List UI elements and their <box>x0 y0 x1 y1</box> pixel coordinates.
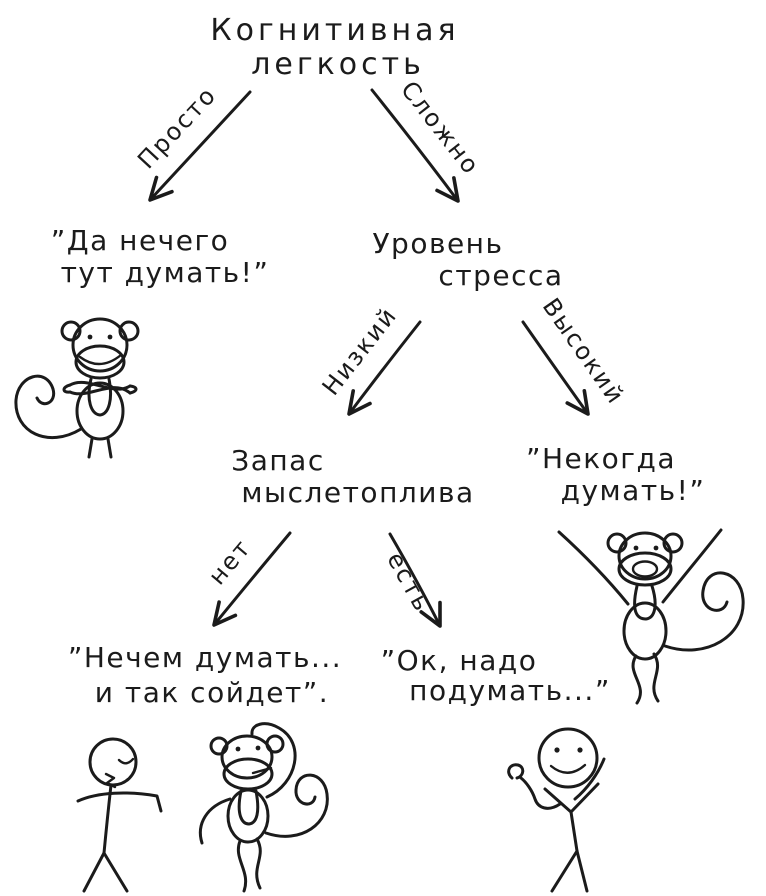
monkey-ear-left <box>60 320 82 342</box>
monkey-head <box>220 734 274 780</box>
person-smiling-icon <box>507 727 606 893</box>
edge-complex: Сложно <box>370 76 485 203</box>
node-ok-line-1: ”Ок, надо <box>381 644 538 677</box>
person-bent-arm <box>519 776 562 810</box>
edge-yes: есть <box>381 532 442 628</box>
person-leg-left <box>82 851 106 893</box>
person-slumped-icon <box>76 737 163 893</box>
edge-label-complex: Сложно <box>395 76 485 181</box>
person-raised-arm <box>573 757 606 801</box>
monkey-bib <box>87 377 113 417</box>
edge-label-simple: Просто <box>132 81 222 175</box>
monkey-leg-right <box>255 837 262 890</box>
monkey-leg-left <box>236 839 248 893</box>
node-no-need-to-think: ”Да нечего тут думать!” <box>51 224 270 289</box>
monkey-tail <box>14 374 83 440</box>
monkey-eye-left <box>235 746 241 752</box>
node-no-time-line-2: думать!” <box>561 474 706 507</box>
monkey-hand-left <box>62 383 72 394</box>
arrow-yes <box>388 532 442 628</box>
monkey-arms-up-icon <box>557 528 745 705</box>
monkey-head <box>71 317 129 373</box>
monkey-body <box>622 601 668 661</box>
monkey-eye-left <box>633 545 639 551</box>
edge-low: Низкий <box>317 301 422 416</box>
node-no-need-line-1: ”Да нечего <box>51 224 230 257</box>
title-line-2: легкость <box>251 47 425 82</box>
arrow-no <box>212 531 292 627</box>
monkey-body <box>75 381 125 441</box>
edge-no: нет <box>203 531 292 627</box>
node-stress-line-2: стресса <box>438 259 563 292</box>
monkey-hand-right <box>128 384 138 395</box>
monkey-leg-left <box>631 654 642 705</box>
monkey-bib <box>633 584 657 621</box>
person-hand <box>507 763 525 780</box>
monkey-eye-right <box>107 334 113 340</box>
node-stress-line-1: Уровень <box>372 227 503 260</box>
person-leg-left <box>550 849 579 893</box>
node-no-time-to-think: ”Некогда думать!” <box>526 442 706 507</box>
monkey-scratching-head-icon <box>198 722 329 893</box>
person-torso <box>569 810 579 853</box>
monkey-body <box>226 788 270 844</box>
node-fuel-line-1: Запас <box>231 444 324 477</box>
monkey-arm-left <box>198 797 232 845</box>
arrow-simple <box>148 90 252 202</box>
node-stress-level: Уровень стресса <box>372 227 563 292</box>
node-nothing-to-think: ”Нечем думать... и так сойдет”. <box>68 641 342 709</box>
node-ok-line-2: подумать...” <box>409 674 611 707</box>
monkey-bib <box>237 789 260 826</box>
monkey-leg-right <box>652 652 660 703</box>
node-no-time-line-1: ”Некогда <box>526 442 676 475</box>
monkey-ear-right <box>118 320 140 342</box>
person-head <box>537 727 599 789</box>
arrow-complex <box>370 88 460 203</box>
title-line-1: Когнитивная <box>210 13 459 48</box>
person-eye-left <box>554 747 560 753</box>
monkey-leg-right <box>106 437 113 459</box>
monkey-ear-right <box>662 532 684 554</box>
monkey-arm-right <box>68 386 132 396</box>
monkey-scratching-arm <box>250 722 297 799</box>
monkey-ear-left <box>606 532 628 554</box>
edge-label-low: Низкий <box>317 301 403 400</box>
monkey-eye-right <box>255 745 261 751</box>
edge-label-yes: есть <box>381 547 437 617</box>
monkey-muzzle <box>74 344 126 380</box>
monkey-arm-right <box>661 528 723 604</box>
arrow-high <box>521 320 590 416</box>
node-thought-fuel: Запас мыслетоплива <box>231 444 474 509</box>
person-leg-right <box>102 851 129 893</box>
person-eye-right <box>577 747 583 753</box>
edge-label-high: Высокий <box>537 293 630 410</box>
edge-simple: Просто <box>132 81 252 202</box>
monkey-tail <box>663 571 745 652</box>
person-arms <box>76 791 163 813</box>
edge-high: Высокий <box>521 293 630 416</box>
node-nothing-line-1: ”Нечем думать... <box>68 641 342 674</box>
monkey-head <box>617 531 673 581</box>
title-cognitive-ease: Когнитивная легкость <box>210 13 459 82</box>
monkey-muzzle <box>617 551 673 587</box>
node-fuel-line-2: мыслетоплива <box>241 476 474 509</box>
person-smile <box>549 763 587 774</box>
arrow-low <box>347 320 422 416</box>
monkey-flat-mouth <box>251 766 273 775</box>
monkey-tail <box>264 773 329 838</box>
person-leg-right <box>575 849 589 893</box>
monkey-arms-crossed-icon <box>14 317 140 459</box>
monkey-leg-left <box>87 437 94 459</box>
node-no-need-line-2: тут думать!” <box>61 256 270 289</box>
node-ok-lets-think: ”Ок, надо подумать...” <box>381 644 611 707</box>
node-nothing-line-2: и так сойдет”. <box>95 676 329 709</box>
monkey-smile <box>78 353 123 366</box>
monkey-open-mouth <box>631 560 659 578</box>
person-closed-eye <box>117 757 135 765</box>
monkey-eye-right <box>653 545 659 551</box>
monkey-arm-left <box>557 530 630 606</box>
monkey-eye-left <box>87 334 93 340</box>
